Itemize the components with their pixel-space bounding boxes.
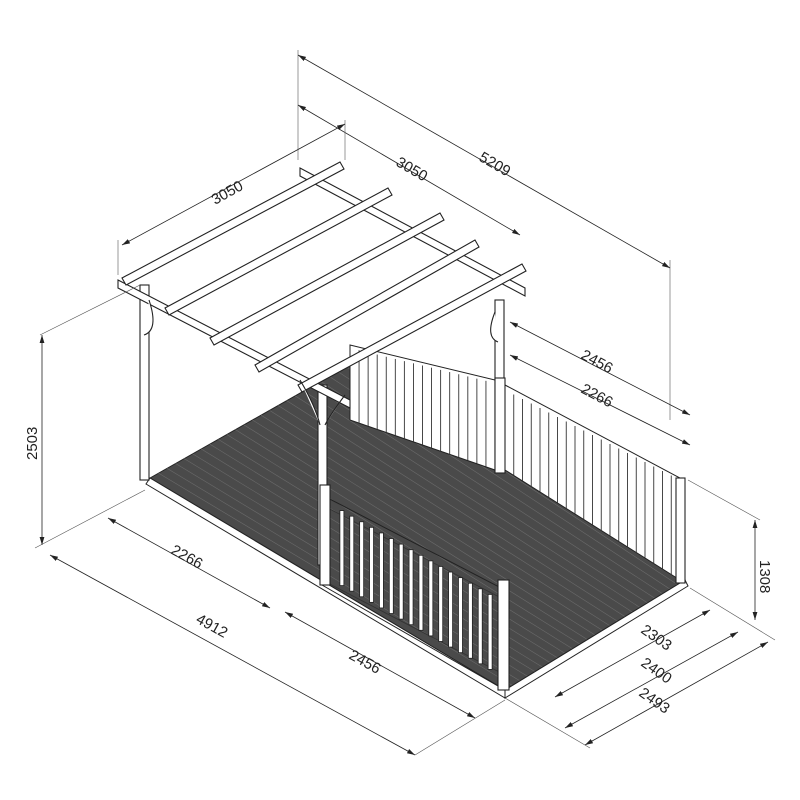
baluster (398, 543, 404, 620)
deck-board (226, 434, 573, 650)
dim-2503: 2503 (24, 427, 41, 460)
dim-4912: 4912 (193, 611, 230, 642)
baluster (428, 560, 434, 637)
baluster (418, 554, 424, 631)
baluster (359, 521, 365, 598)
rafter (297, 263, 527, 393)
deck-board (235, 429, 581, 645)
dim-1308: 1308 (756, 560, 773, 593)
baluster (458, 577, 463, 654)
dimension-lines (34, 50, 776, 756)
baluster (408, 549, 414, 626)
baluster (369, 526, 374, 603)
baluster (438, 566, 444, 642)
dim-2266-right: 2266 (578, 381, 615, 412)
baluster (477, 588, 483, 665)
rafter (164, 187, 393, 316)
dim-3050-left: 3050 (209, 177, 246, 208)
baluster (487, 594, 493, 670)
dim-2303: 2303 (638, 621, 675, 654)
deck-board (303, 390, 641, 608)
dim-2456-right: 2456 (578, 347, 615, 378)
dim-2400: 2400 (638, 654, 675, 687)
baluster (379, 532, 384, 609)
dim-2493: 2493 (636, 684, 673, 717)
dim-3050-right: 3050 (393, 154, 430, 185)
baluster (388, 538, 394, 614)
dim-2266-front: 2266 (168, 542, 205, 573)
posts (139, 284, 686, 584)
baluster (467, 582, 473, 659)
deck-board (277, 405, 618, 622)
deck-board (252, 419, 596, 636)
deck-board (295, 395, 633, 613)
baluster (349, 515, 355, 592)
baluster (339, 510, 345, 586)
deck-board (243, 424, 588, 640)
dim-2456-front: 2456 (346, 647, 383, 678)
baluster (448, 571, 453, 648)
deck-board (286, 400, 626, 617)
